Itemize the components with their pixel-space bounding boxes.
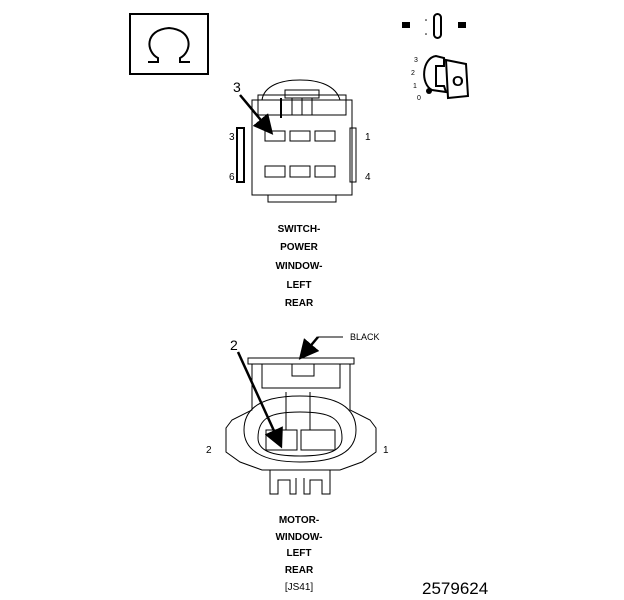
key-position-0: 0: [417, 95, 421, 102]
switch-pin-3-label: 3: [229, 132, 235, 143]
motor-pin-1-label: 1: [383, 445, 389, 456]
switch-pin-1-label: 1: [365, 132, 371, 143]
key-position-2: 2: [411, 70, 415, 77]
connector-id: [JS41]: [285, 582, 314, 593]
motor-callout: 2: [230, 337, 238, 353]
key-position-label: O: [452, 73, 464, 90]
motor-pin-2-label: 2: [206, 445, 212, 456]
motor-connector-name: MOTOR- WINDOW- LEFT REAR [JS41]: [275, 515, 322, 593]
name-line: WINDOW-: [275, 532, 322, 543]
name-line: LEFT: [287, 280, 312, 291]
motor-connector: 2 BLACK 2 1: [206, 332, 389, 495]
key-position-1: 1: [413, 83, 417, 90]
omega-ohm-icon: [129, 13, 209, 75]
name-line: REAR: [285, 565, 314, 576]
name-line: REAR: [285, 298, 314, 309]
switch-callout: 3: [233, 79, 241, 95]
key-position-3: 3: [414, 57, 418, 64]
name-line: MOTOR-: [279, 515, 319, 526]
connector-color-label: BLACK: [350, 332, 380, 342]
name-line: POWER: [280, 242, 319, 253]
name-line: SWITCH-: [278, 224, 321, 235]
switch-connector-name: SWITCH- POWER WINDOW- LEFT REAR: [275, 224, 322, 309]
figure-number: 2579624: [422, 579, 488, 598]
switch-pin-4-label: 4: [365, 172, 371, 183]
ignition-key-icon: O 3 2 1 0: [402, 13, 470, 102]
name-line: LEFT: [287, 548, 312, 559]
name-line: WINDOW-: [275, 261, 322, 272]
switch-pin-6-label: 6: [229, 172, 235, 183]
switch-connector: 3 3 1 6 4: [229, 79, 371, 203]
